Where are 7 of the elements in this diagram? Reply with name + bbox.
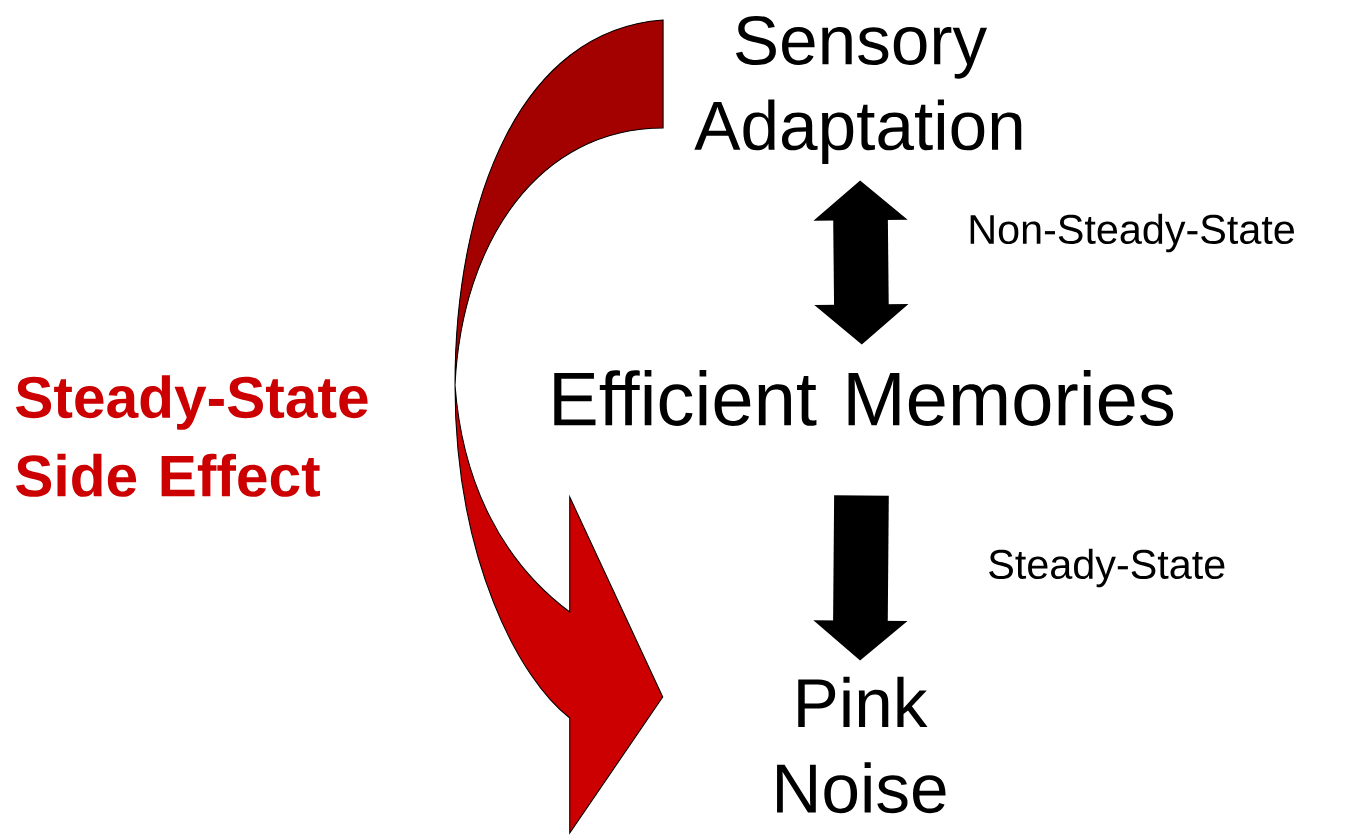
node-text: Efficient Memories: [554, 370, 1174, 426]
edge-label: Non-Steady-State: [970, 213, 1294, 253]
curved-arrow: [454, 19, 664, 834]
node-text: Pink Noise: [777, 676, 946, 814]
edge-label: Steady-State: [989, 548, 1225, 588]
edge-label: Steady-State Side Effect: [15, 375, 368, 497]
node-text: Sensory Adaptation: [694, 15, 1022, 165]
